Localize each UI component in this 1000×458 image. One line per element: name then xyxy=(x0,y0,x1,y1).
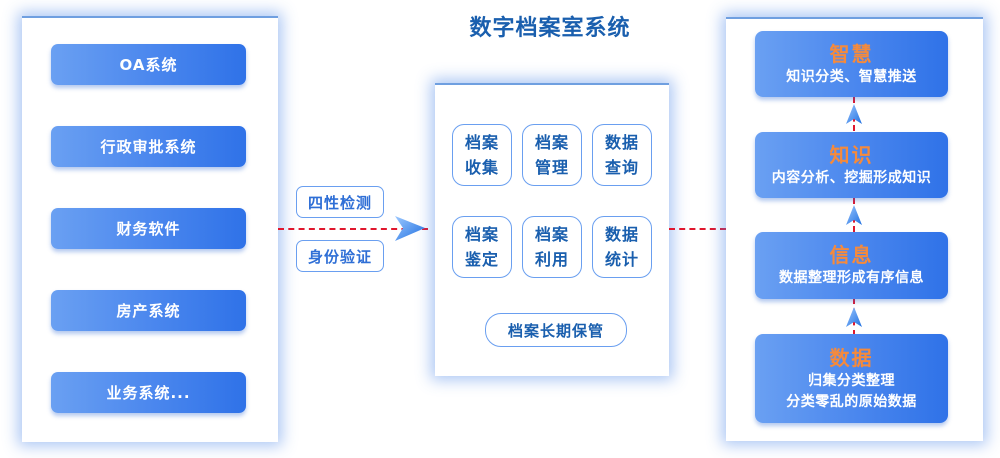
arrow-up-icon xyxy=(846,104,862,124)
source-business-systems[interactable]: 业务系统... xyxy=(51,372,246,413)
source-systems-panel: OA系统 行政审批系统 财务软件 房产系统 业务系统... xyxy=(22,16,278,442)
func-line2: 鉴定 xyxy=(464,250,499,269)
func-line1: 数据 xyxy=(604,225,639,244)
func-line2: 管理 xyxy=(534,158,569,177)
func-archive-appraisal[interactable]: 档案 鉴定 xyxy=(452,216,512,278)
source-admin-approval[interactable]: 行政审批系统 xyxy=(51,126,246,167)
func-data-statistics[interactable]: 数据 统计 xyxy=(592,216,652,278)
long-term-storage-button[interactable]: 档案长期保管 xyxy=(485,313,627,347)
source-oa-system[interactable]: OA系统 xyxy=(51,44,246,85)
level-title: 知识 xyxy=(829,142,874,167)
level-title: 信息 xyxy=(829,243,874,267)
level-wisdom[interactable]: 智慧 知识分类、智慧推送 xyxy=(755,31,948,97)
level-data[interactable]: 数据 归集分类整理 分类零乱的原始数据 xyxy=(755,334,948,423)
func-line1: 档案 xyxy=(534,133,569,152)
arrow-up-icon xyxy=(846,205,862,225)
level-desc: 分类零乱的原始数据 xyxy=(786,393,917,410)
level-desc: 数据整理形成有序信息 xyxy=(779,270,924,286)
level-desc: 内容分析、挖掘形成知识 xyxy=(771,169,932,186)
arrow-up-icon xyxy=(846,307,862,327)
func-line1: 数据 xyxy=(604,133,639,152)
level-title: 智慧 xyxy=(829,41,874,66)
level-information[interactable]: 信息 数据整理形成有序信息 xyxy=(755,232,948,299)
func-line1: 档案 xyxy=(464,133,499,152)
func-data-query[interactable]: 数据 查询 xyxy=(592,124,652,186)
identity-verification-tag: 身份验证 xyxy=(296,240,384,272)
level-knowledge[interactable]: 知识 内容分析、挖掘形成知识 xyxy=(755,132,948,198)
level-desc: 知识分类、智慧推送 xyxy=(786,68,917,85)
func-archive-collection[interactable]: 档案 收集 xyxy=(452,124,512,186)
source-property-system[interactable]: 房产系统 xyxy=(51,290,246,331)
four-property-check-tag: 四性检测 xyxy=(296,186,384,218)
right-connector-line xyxy=(669,228,726,230)
func-line2: 收集 xyxy=(464,158,499,177)
func-line2: 统计 xyxy=(604,250,639,269)
func-archive-management[interactable]: 档案 管理 xyxy=(522,124,582,186)
func-line1: 档案 xyxy=(534,225,569,244)
left-connector-line xyxy=(278,228,428,230)
page-title: 数字档案室系统 xyxy=(469,16,631,41)
func-archive-utilization[interactable]: 档案 利用 xyxy=(522,216,582,278)
level-title: 数据 xyxy=(829,345,874,370)
source-finance-software[interactable]: 财务软件 xyxy=(51,208,246,249)
func-line1: 档案 xyxy=(464,225,499,244)
level-desc: 归集分类整理 xyxy=(808,372,895,389)
func-line2: 查询 xyxy=(604,158,639,177)
arrow-right-icon xyxy=(395,216,425,241)
func-line2: 利用 xyxy=(534,250,569,269)
